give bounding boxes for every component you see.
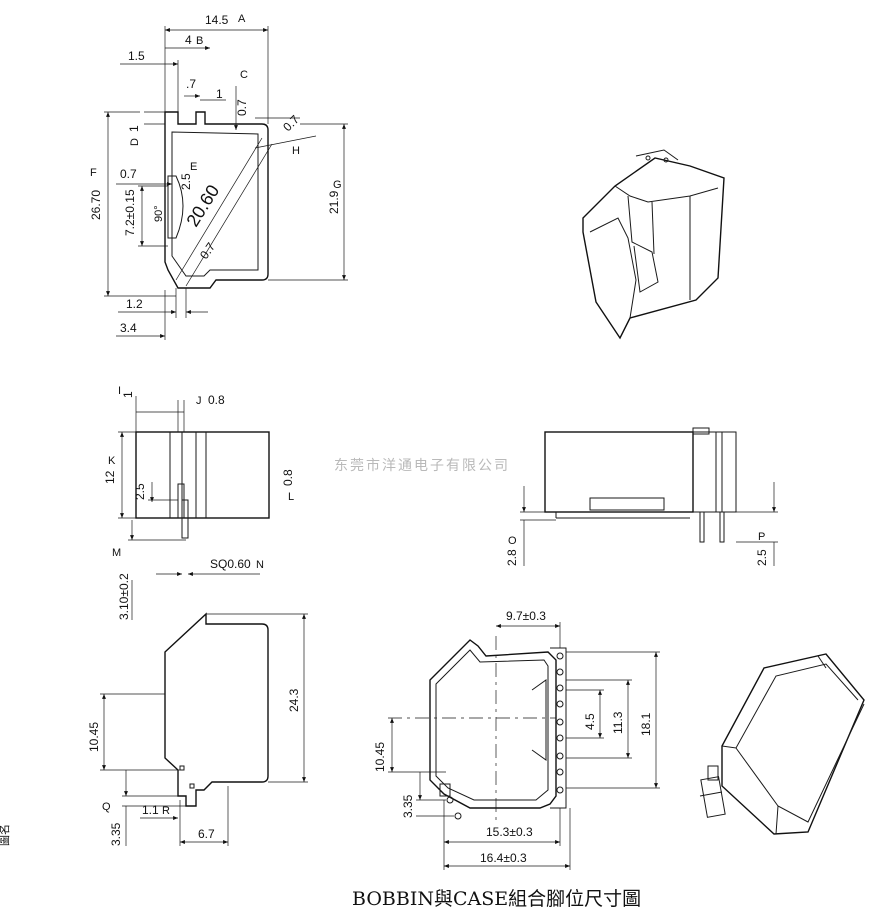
bl-dim-10-45: 10.45 bbox=[87, 722, 101, 752]
side-body bbox=[135, 431, 270, 519]
mark-l: L bbox=[288, 491, 294, 503]
dim-0-7-left: 0.7 bbox=[120, 167, 137, 181]
dim-0-7-bottom: 0.7 bbox=[197, 240, 218, 262]
mark-n: N bbox=[256, 559, 264, 571]
mark-b: B bbox=[196, 35, 203, 47]
assembly-isometric bbox=[699, 653, 865, 835]
side-dim-pin: 3.10±0.2 bbox=[117, 573, 131, 620]
mark-j: J bbox=[196, 395, 202, 407]
dim-1-d: 1 bbox=[127, 125, 141, 132]
bl-dim-3-35: 3.35 bbox=[109, 822, 123, 846]
mark-h: H bbox=[292, 145, 300, 157]
mark-e: E bbox=[190, 161, 197, 173]
bc-pin-rail bbox=[550, 647, 567, 809]
dim-height: 26.70 bbox=[89, 190, 103, 220]
mark-k: K bbox=[108, 455, 116, 467]
dim-width: 14.5 bbox=[205, 13, 229, 27]
case-isometric bbox=[582, 149, 725, 340]
mark-m: M bbox=[112, 547, 121, 559]
bl-dim-6-7: 6.7 bbox=[198, 827, 215, 841]
mark-q: Q bbox=[102, 801, 111, 813]
top-view-outline bbox=[164, 111, 269, 289]
bc-dim-10-45: 10.45 bbox=[373, 742, 387, 772]
bc-dim-9-7: 9.7±0.3 bbox=[506, 609, 546, 623]
diagonal-guide bbox=[175, 137, 263, 281]
bc-dim-3-35: 3.35 bbox=[401, 794, 415, 818]
side-dim-0-8: 0.8 bbox=[281, 469, 295, 486]
mark-d: D bbox=[129, 138, 141, 146]
watermark: 东莞市洋通电子有限公司 bbox=[334, 457, 510, 474]
bc-dim-4-5: 4.5 bbox=[583, 713, 597, 730]
side-view: 1 I J 0.8 12 K 2.5 0.8 L 3.10±0.2 M SQ0.… bbox=[103, 385, 295, 620]
dim-2-5: 2.5 bbox=[179, 173, 193, 190]
dim-21-9: 21.9 bbox=[327, 190, 341, 214]
dim-1: 1 bbox=[216, 87, 223, 101]
mark-f: F bbox=[90, 167, 97, 179]
side-dim-1: 1 bbox=[121, 391, 135, 398]
case-body bbox=[582, 157, 725, 340]
dim-0-7-c: 0.7 bbox=[235, 99, 249, 116]
right-view: 2.8 O 2.5 P bbox=[505, 427, 778, 566]
dim-0-7-h: 0.7 bbox=[280, 112, 302, 134]
bottom-left-outline bbox=[164, 612, 269, 807]
bl-dim-1-1: 1.1 bbox=[142, 803, 159, 817]
bottom-left-view: 10.45 24.3 3.35 Q 1.1 R 6.7 bbox=[87, 612, 308, 846]
dim-point7: .7 bbox=[186, 77, 196, 91]
right-dim-2-8: 2.8 bbox=[505, 549, 519, 566]
bc-dim-15-3: 15.3±0.3 bbox=[486, 825, 533, 839]
bl-dim-24-3: 24.3 bbox=[287, 688, 301, 712]
top-view: 14.5 A 4 B 1.5 .7 1 0.7 C 1 D 0.7 2.5 E … bbox=[89, 13, 348, 340]
dim-4: 4 bbox=[185, 33, 192, 47]
side-dim-0-8-top: 0.8 bbox=[208, 393, 225, 407]
mark-c: C bbox=[240, 69, 248, 81]
bottom-center-view: 9.7±0.3 10.45 3.35 4.5 11.3 18.1 15.3±0.… bbox=[373, 609, 660, 870]
side-dim-12: 12 bbox=[103, 470, 117, 484]
mark-a: A bbox=[238, 13, 246, 25]
dim-1-5: 1.5 bbox=[128, 49, 145, 63]
mark-r: R bbox=[162, 805, 170, 817]
dim-7-2: 7.2±0.15 bbox=[123, 189, 137, 236]
mark-i: I bbox=[118, 385, 121, 397]
bc-dim-16-4: 16.4±0.3 bbox=[480, 851, 527, 865]
dim-1-2: 1.2 bbox=[126, 297, 143, 311]
right-dim-2-5: 2.5 bbox=[755, 549, 769, 566]
mark-o: O bbox=[508, 535, 517, 547]
dim-3-4: 3.4 bbox=[120, 321, 137, 335]
top-view-inner bbox=[171, 131, 259, 277]
bc-dim-18-1: 18.1 bbox=[639, 712, 653, 736]
mark-g: G bbox=[333, 179, 342, 191]
margin-note: 圖名 bbox=[0, 824, 11, 846]
window-cutout bbox=[167, 175, 184, 239]
bc-case-outline bbox=[429, 639, 557, 809]
right-body bbox=[544, 431, 694, 513]
side-dim-2-5: 2.5 bbox=[133, 483, 147, 500]
assembly-body bbox=[721, 653, 865, 835]
drawing-caption: BOBBIN與CASE組合腳位尺寸圖 bbox=[352, 888, 641, 910]
mark-p: P bbox=[758, 531, 765, 543]
side-dim-sq: SQ0.60 bbox=[210, 557, 251, 571]
dim-angle: 90° bbox=[153, 205, 165, 222]
bc-dim-11-3: 11.3 bbox=[611, 711, 625, 734]
